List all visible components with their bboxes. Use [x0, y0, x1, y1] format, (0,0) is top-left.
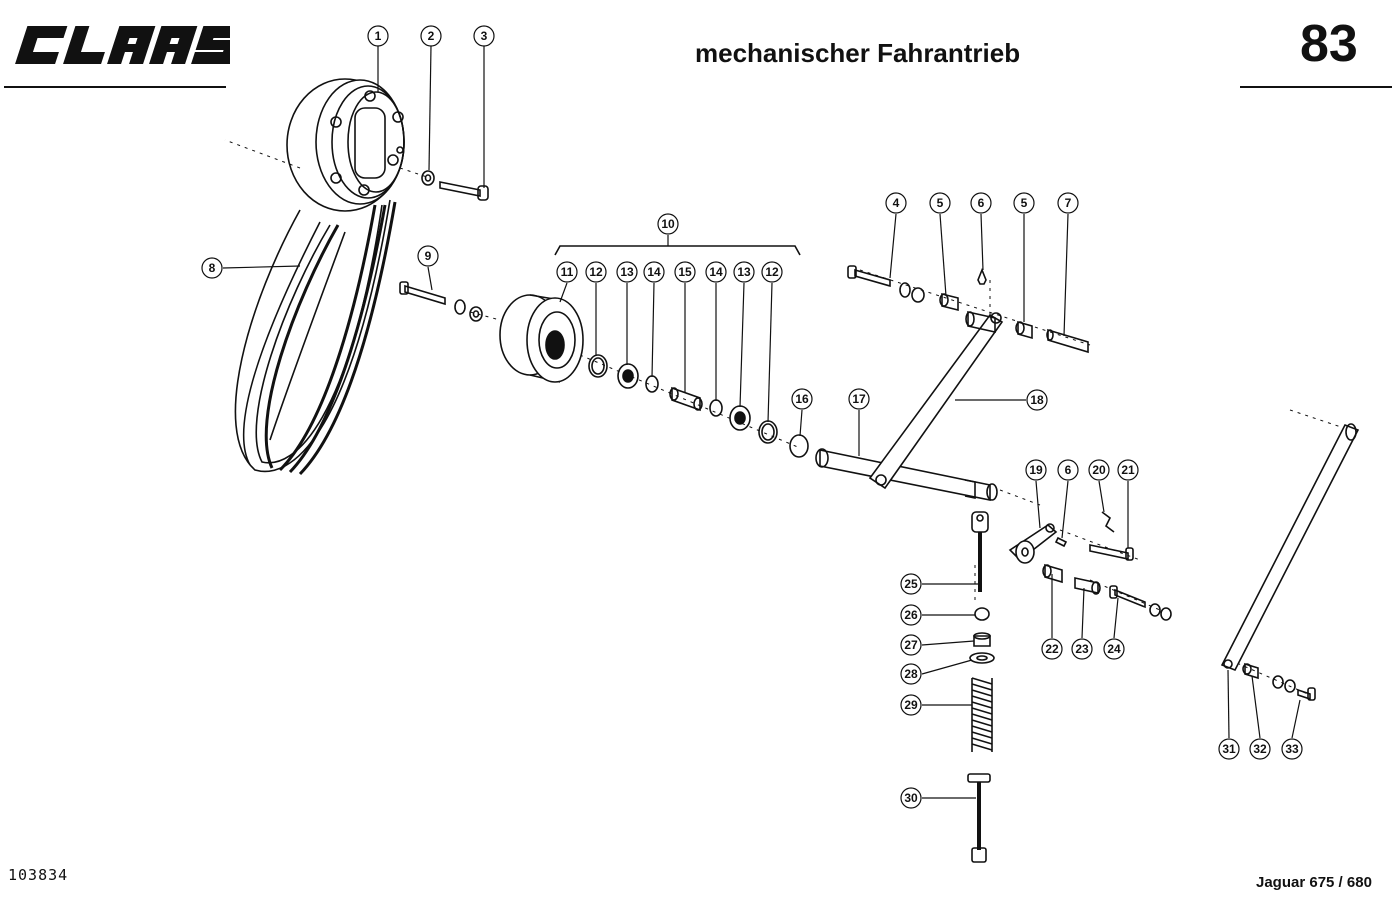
claas-logo: [15, 26, 230, 64]
callout-32: 32: [1253, 742, 1267, 756]
callout-22: 22: [1045, 642, 1059, 656]
callout-12b: 12: [765, 265, 779, 279]
callout-27: 27: [904, 638, 918, 652]
callout-1: 1: [375, 29, 382, 43]
callout-9: 9: [425, 249, 432, 263]
callout-33: 33: [1285, 742, 1299, 756]
v-belts: [234, 199, 397, 476]
callout-17: 17: [852, 392, 866, 406]
callout-7: 7: [1065, 196, 1072, 210]
callout-15: 15: [678, 265, 692, 279]
callout-6a: 6: [978, 196, 985, 210]
page-title: mechanischer Fahrantrieb: [695, 38, 1021, 68]
callout-24: 24: [1107, 642, 1121, 656]
callout-18: 18: [1030, 393, 1044, 407]
callout-10: 10: [661, 217, 675, 231]
callout-3: 3: [481, 29, 488, 43]
callout-5b: 5: [1021, 196, 1028, 210]
callout-20: 20: [1092, 463, 1106, 477]
pulley-assembly: [286, 78, 405, 212]
callout-4: 4: [893, 196, 900, 210]
callout-28: 28: [904, 667, 918, 681]
header-rule-right: [1240, 86, 1392, 88]
callout-14b: 14: [709, 265, 723, 279]
callout-29: 29: [904, 698, 918, 712]
callout-8: 8: [209, 261, 216, 275]
callout-11: 11: [561, 265, 574, 279]
callout-5a: 5: [937, 196, 944, 210]
callout-12a: 12: [589, 265, 603, 279]
callout-16: 16: [795, 392, 809, 406]
callout-26: 26: [904, 608, 918, 622]
callout-23: 23: [1075, 642, 1089, 656]
callout-13b: 13: [737, 265, 751, 279]
header-rule-left: [4, 86, 226, 88]
callout-31: 31: [1222, 742, 1236, 756]
model-label: Jaguar 675 / 680: [1256, 874, 1372, 891]
callout-13a: 13: [620, 265, 634, 279]
callout-30: 30: [904, 791, 918, 805]
document-number: 103834: [8, 866, 69, 884]
callout-6b: 6: [1065, 463, 1072, 477]
page-number: 83: [1300, 15, 1358, 73]
callout-2: 2: [428, 29, 435, 43]
callout-19: 19: [1029, 463, 1043, 477]
callout-14a: 14: [647, 265, 661, 279]
callout-25: 25: [904, 577, 918, 591]
callout-21: 21: [1121, 463, 1135, 477]
